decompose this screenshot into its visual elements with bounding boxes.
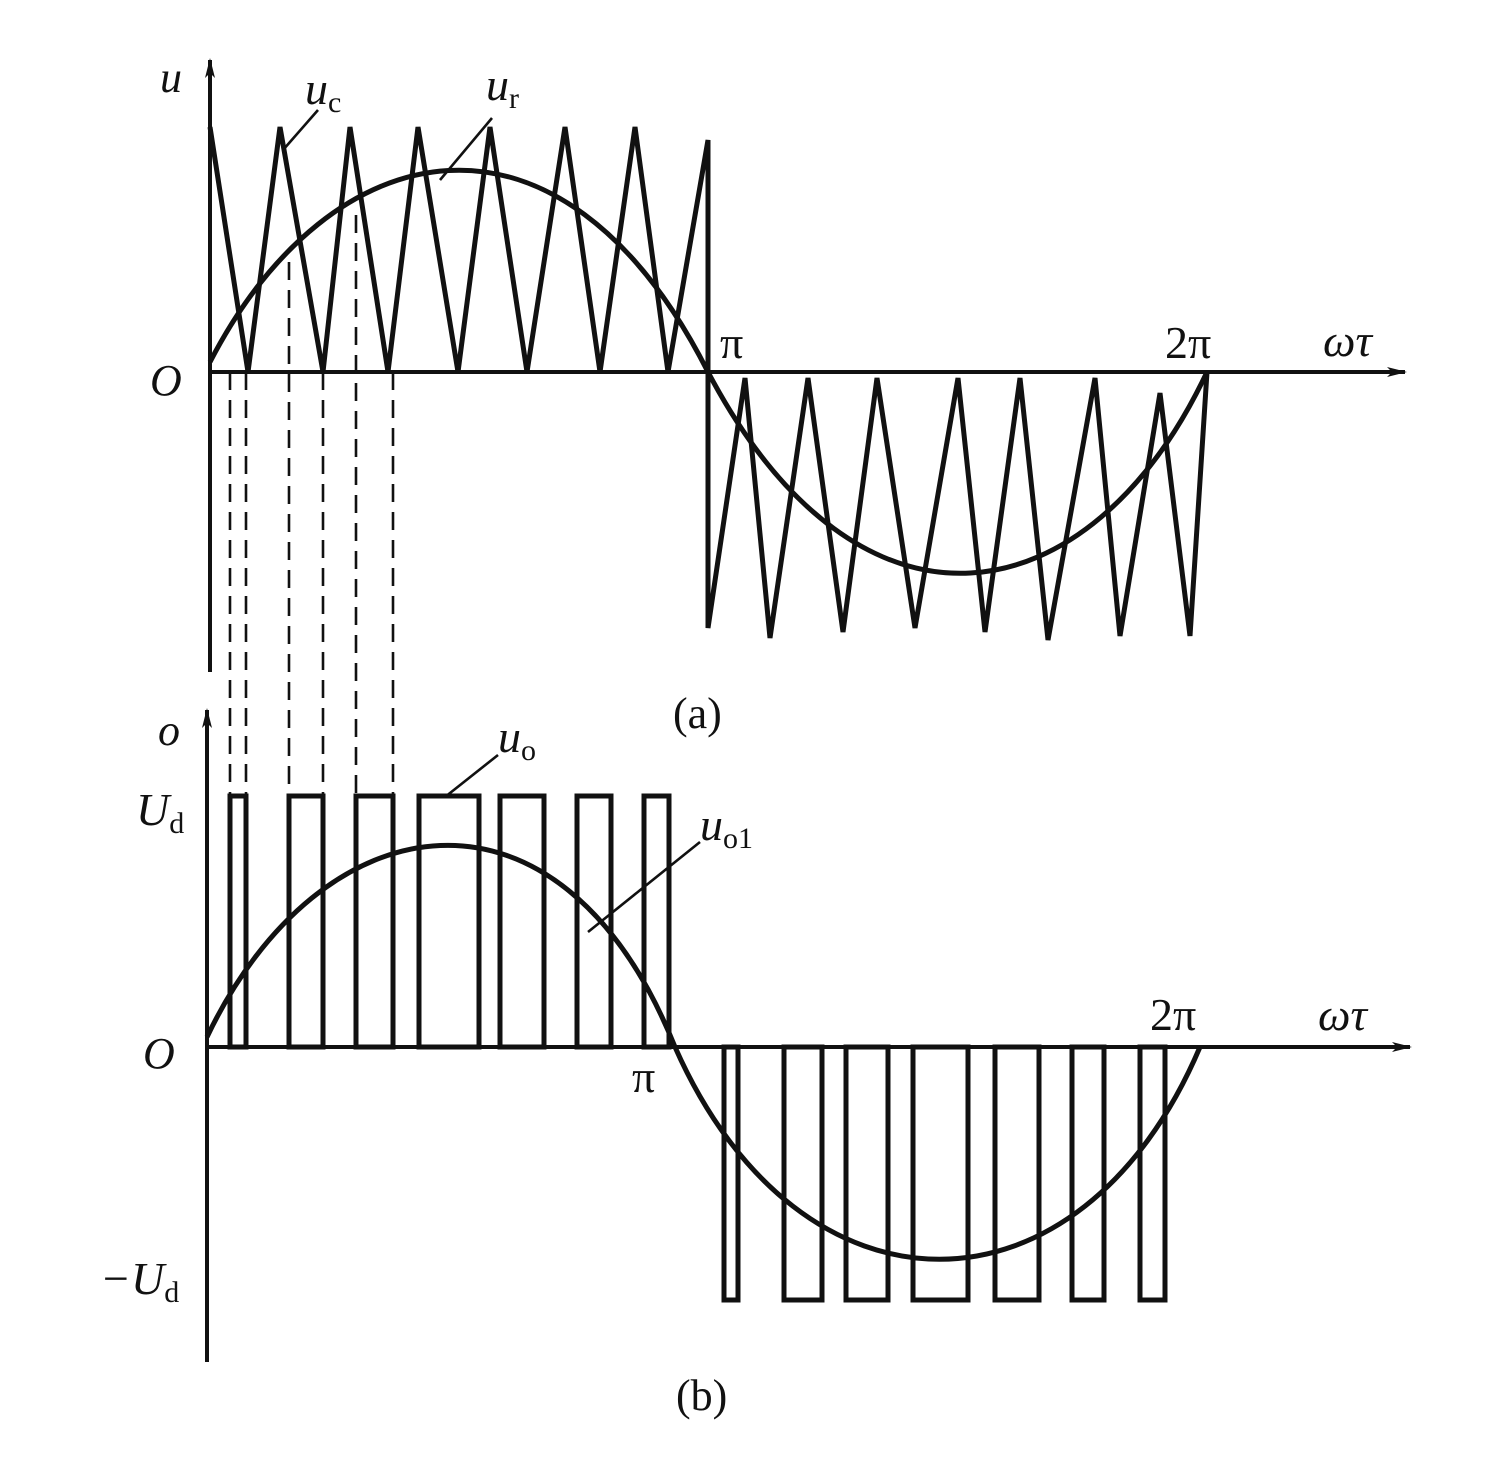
sampling-dashed-lines — [228, 215, 395, 795]
panel-b-y-axis-label: o — [158, 706, 180, 755]
positive-pulse — [497, 793, 547, 1050]
positive-pulse — [641, 793, 672, 1050]
panel-a-y-axis-label: u — [160, 53, 182, 102]
carrier-leader-line — [282, 109, 319, 151]
reference-label: ur — [486, 59, 519, 115]
pwm-output-label: uo — [498, 711, 536, 767]
panel-b: o O π 2π ωτ Ud −Ud uo uo1 (b) — [100, 706, 1412, 1420]
panel-b-x-axis-label: ωτ — [1318, 989, 1368, 1040]
panel-a-origin-label: O — [150, 356, 182, 405]
panel-a-caption: (a) — [673, 689, 722, 738]
pwm-output-leader-line — [444, 753, 499, 799]
positive-pulse — [416, 793, 482, 1050]
negative-pulse — [843, 1044, 891, 1303]
pwm-negative-pulses — [721, 1044, 1168, 1303]
reference-leader-line — [439, 117, 493, 181]
fundamental-leader-line — [587, 840, 701, 934]
panel-b-origin-label: O — [143, 1029, 175, 1078]
positive-pulse — [227, 793, 249, 1050]
panel-a-2pi-tick: 2π — [1165, 317, 1211, 368]
panel-b-pi-tick: π — [632, 1051, 655, 1102]
carrier-label: uc — [305, 63, 341, 119]
level-negative-label: −Ud — [100, 1253, 179, 1309]
panel-a-pi-tick: π — [720, 317, 743, 368]
negative-pulse — [721, 1044, 741, 1303]
panel-b-2pi-tick: 2π — [1150, 989, 1196, 1040]
level-positive-label: Ud — [136, 784, 184, 840]
negative-pulse — [1069, 1044, 1107, 1303]
fundamental-label: uo1 — [700, 799, 753, 855]
fundamental-sine-wave — [204, 842, 1203, 1262]
reference-sine-wave — [207, 167, 1210, 576]
panel-a: u O π 2π ωτ uc ur (a) — [150, 53, 1407, 795]
negative-pulse — [992, 1044, 1042, 1303]
carrier-triangle-wave — [207, 126, 1210, 641]
positive-pulse — [353, 793, 396, 1050]
panel-a-x-axis-label: ωτ — [1323, 315, 1373, 366]
positive-pulse — [574, 793, 614, 1050]
negative-pulse — [781, 1044, 825, 1303]
positive-pulse — [286, 793, 326, 1050]
negative-pulse — [1137, 1044, 1168, 1303]
panel-b-caption: (b) — [676, 1371, 727, 1420]
negative-pulse — [910, 1044, 971, 1303]
